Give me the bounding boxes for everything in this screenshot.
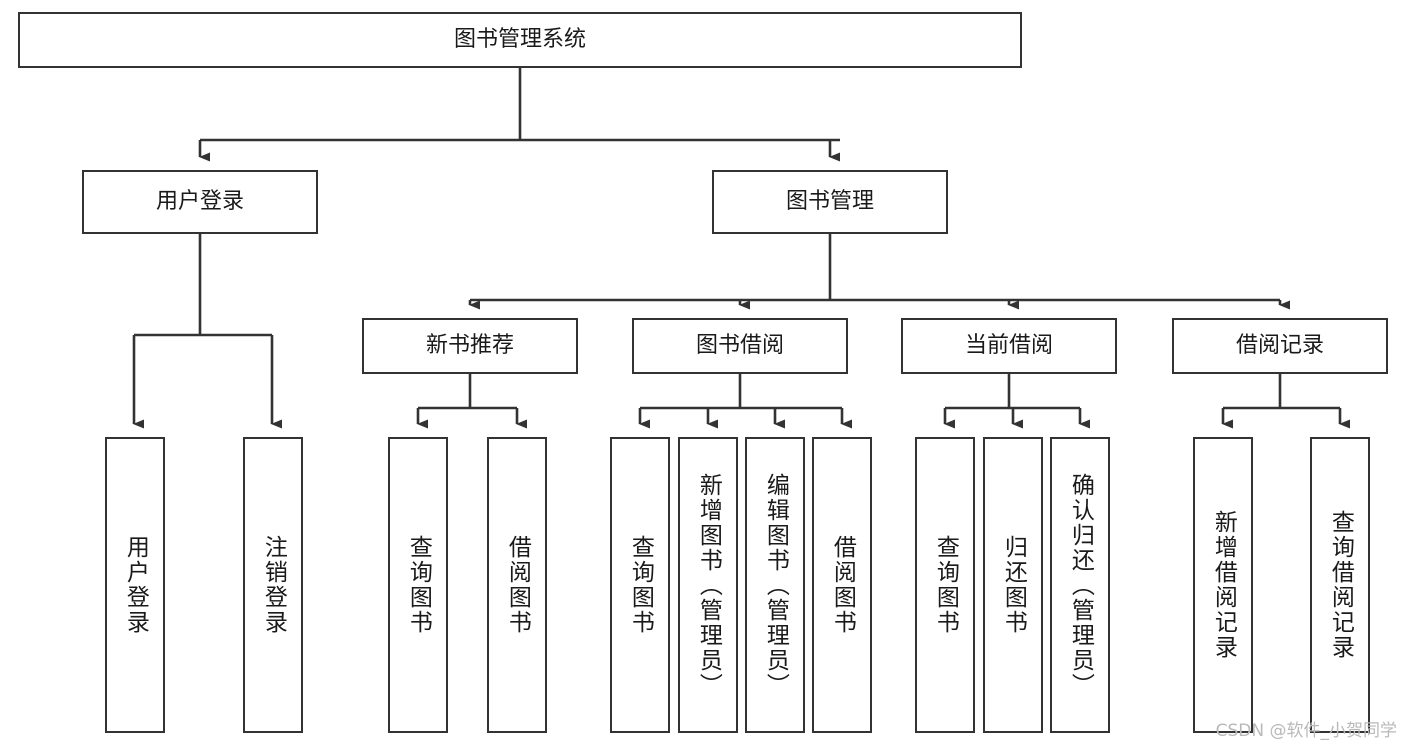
node-label: 归还图书 [1000,535,1027,635]
node-label: 用户登录 [155,189,244,215]
node-label: 编辑图书（管理员） [762,472,789,698]
node-root-book-management-system[interactable]: 图书管理系统 [18,12,1022,68]
node-label: 确认归还（管理员） [1067,472,1094,698]
node-label: 图书借阅 [695,333,784,359]
node-new-book-recommend[interactable]: 新书推荐 [362,318,578,374]
node-label: 查询图书 [405,535,432,635]
node-label: 注销登录 [260,535,287,635]
node-borrow-records[interactable]: 借阅记录 [1172,318,1388,374]
node-book-borrow[interactable]: 图书借阅 [632,318,848,374]
node-label: 查询图书 [932,535,959,635]
leaf-user-login[interactable]: 用户登录 [105,437,165,733]
node-label: 借阅图书 [504,535,531,635]
edges-newbook-to-leaves [416,374,527,429]
node-label: 查询图书 [627,535,654,635]
leaf-query-borrow-record[interactable]: 查询借阅记录 [1310,437,1370,733]
leaf-borrow-book-newbook[interactable]: 借阅图书 [487,437,547,733]
leaf-logout[interactable]: 注销登录 [243,437,303,733]
edges-borrow-to-leaves [638,374,852,429]
node-label: 当前借阅 [964,333,1053,359]
leaf-return-book[interactable]: 归还图书 [983,437,1043,733]
node-label: 新书推荐 [425,333,514,359]
leaf-edit-book-admin[interactable]: 编辑图书（管理员） [745,437,805,733]
node-label: 图书管理系统 [453,27,586,53]
node-current-borrow[interactable]: 当前借阅 [901,318,1117,374]
leaf-add-borrow-record[interactable]: 新增借阅记录 [1193,437,1253,733]
leaf-query-book-borrow[interactable]: 查询图书 [610,437,670,733]
leaf-query-book-current[interactable]: 查询图书 [915,437,975,733]
node-label: 用户登录 [122,535,149,635]
node-label: 借阅记录 [1235,333,1324,359]
leaf-query-book-newbook[interactable]: 查询图书 [388,437,448,733]
node-user-login[interactable]: 用户登录 [82,170,318,234]
edges-bookmgmt-to-level3 [468,234,1290,310]
node-label: 借阅图书 [829,535,856,635]
node-label: 新增图书（管理员） [695,472,722,698]
leaf-add-book-admin[interactable]: 新增图书（管理员） [678,437,738,733]
edges-userlogin-to-leaves [132,234,282,429]
edges-records-to-leaves [1221,374,1350,429]
node-label: 图书管理 [785,189,874,215]
node-book-management[interactable]: 图书管理 [712,170,948,234]
csdn-watermark: CSDN @软件_小贺同学 [1215,721,1397,741]
node-label: 查询借阅记录 [1327,510,1354,660]
edges-current-to-leaves [943,374,1090,429]
leaf-borrow-book[interactable]: 借阅图书 [812,437,872,733]
edges-root-to-level2 [198,68,840,162]
leaf-confirm-return-admin[interactable]: 确认归还（管理员） [1050,437,1110,733]
node-label: 新增借阅记录 [1210,510,1237,660]
